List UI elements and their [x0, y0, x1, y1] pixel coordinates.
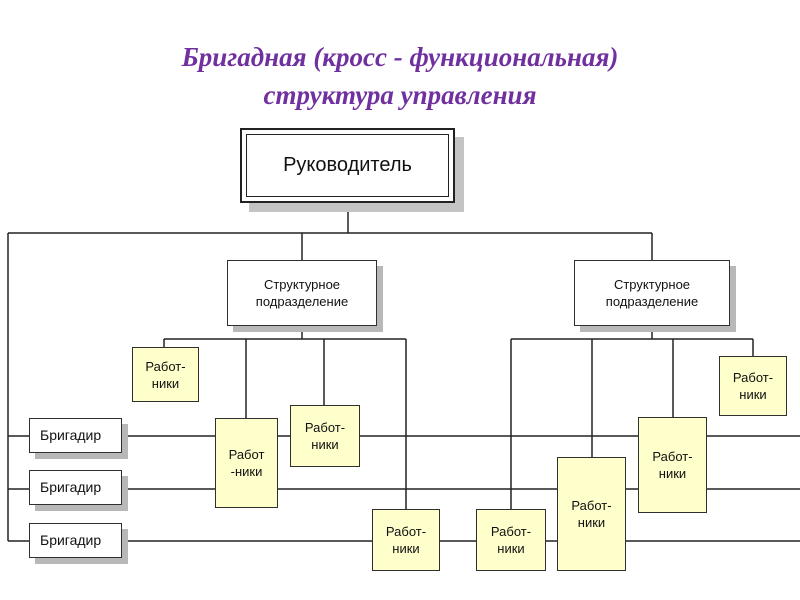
- slide-title: Бригадная (кросс - функциональная) струк…: [0, 38, 800, 114]
- brigadier-2: Бригадир: [29, 470, 122, 505]
- workers-box-1: Работ- ники: [132, 347, 199, 402]
- manager-box: Руководитель: [240, 128, 455, 203]
- brigadier-3: Бригадир: [29, 523, 122, 558]
- workers-box-8: Работ- ники: [719, 356, 787, 416]
- structural-unit-left: Структурное подразделение: [227, 260, 377, 326]
- workers-box-7: Работ- ники: [638, 417, 707, 513]
- workers-box-6: Работ- ники: [557, 457, 626, 571]
- structural-unit-right: Структурное подразделение: [574, 260, 730, 326]
- workers-box-5: Работ- ники: [476, 509, 546, 571]
- manager-label: Руководитель: [246, 134, 449, 197]
- brigadier-1: Бригадир: [29, 418, 122, 453]
- workers-box-2: Работ -ники: [215, 418, 278, 508]
- title-line-1: Бригадная (кросс - функциональная): [181, 42, 619, 72]
- title-line-2: структура управления: [263, 80, 537, 110]
- workers-box-4: Работ- ники: [372, 509, 440, 571]
- workers-box-3: Работ- ники: [290, 405, 360, 467]
